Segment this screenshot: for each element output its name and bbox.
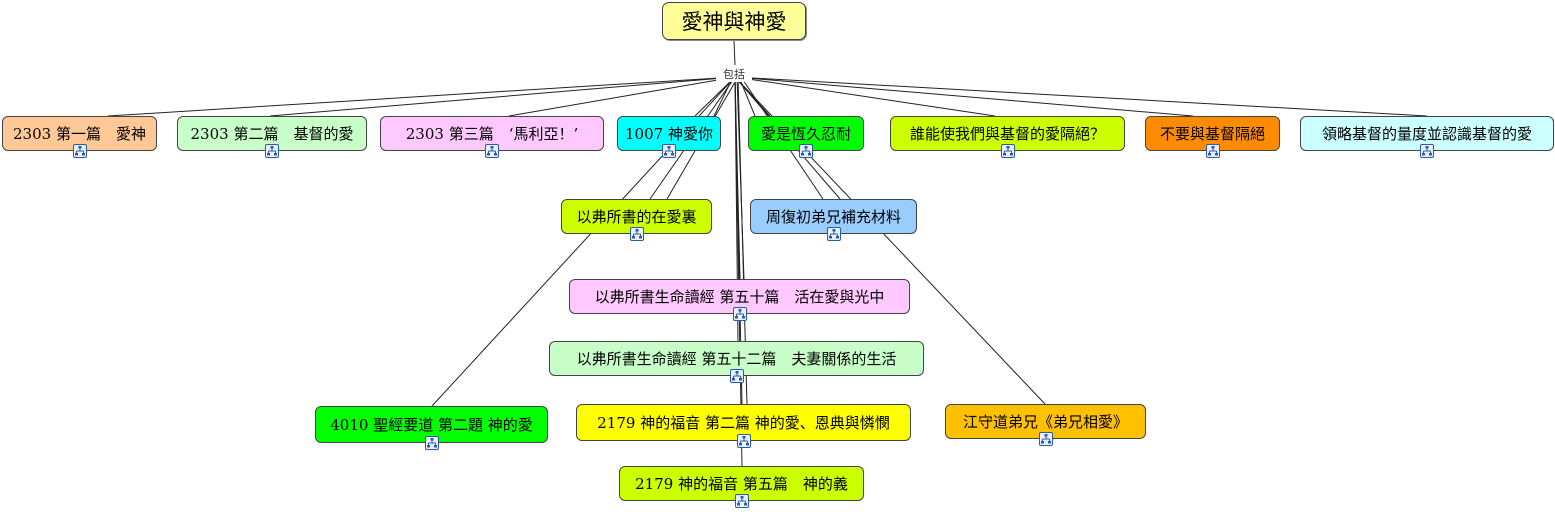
root-link bbox=[733, 39, 736, 66]
hierarchy-icon[interactable] bbox=[1039, 432, 1053, 446]
topic-node[interactable]: 愛是恆久忍耐 bbox=[748, 116, 864, 151]
hierarchy-icon[interactable] bbox=[73, 144, 87, 158]
hierarchy-icon[interactable] bbox=[662, 144, 676, 158]
hierarchy-icon[interactable] bbox=[735, 494, 749, 508]
topic-node[interactable]: 不要與基督隔絕 bbox=[1145, 116, 1280, 151]
hierarchy-icon[interactable] bbox=[730, 369, 744, 383]
hierarchy-icon[interactable] bbox=[265, 144, 279, 158]
link-n6 bbox=[734, 76, 996, 117]
link-n4-b bbox=[713, 76, 734, 117]
link-n16 bbox=[734, 76, 743, 467]
hierarchy-icon[interactable] bbox=[827, 227, 841, 241]
hierarchy-icon[interactable] bbox=[1001, 144, 1015, 158]
link-n5-b bbox=[738, 76, 756, 117]
topic-node[interactable]: 2179 神的福音 第五篇 神的義 bbox=[619, 466, 864, 501]
hub-label: 包括 bbox=[716, 66, 752, 82]
hierarchy-icon[interactable] bbox=[737, 434, 751, 448]
link-n1 bbox=[107, 76, 736, 117]
link-n8 bbox=[734, 76, 1428, 117]
link-n4 bbox=[694, 76, 736, 117]
topic-node[interactable]: 4010 聖經要道 第二題 神的愛 bbox=[315, 406, 548, 443]
root-node[interactable]: 愛神與神愛 bbox=[662, 2, 806, 40]
hierarchy-icon[interactable] bbox=[425, 436, 439, 450]
link-n7 bbox=[734, 76, 1194, 117]
hierarchy-icon[interactable] bbox=[630, 227, 644, 241]
topic-node[interactable]: 以弗所書的在愛裏 bbox=[561, 199, 712, 234]
link-n3 bbox=[508, 76, 736, 117]
hierarchy-icon[interactable] bbox=[1206, 144, 1220, 158]
topic-node[interactable]: 周復初弟兄補充材料 bbox=[750, 199, 917, 234]
hierarchy-icon[interactable] bbox=[1420, 144, 1434, 158]
link-n2 bbox=[269, 76, 736, 117]
hierarchy-icon[interactable] bbox=[733, 307, 747, 321]
hierarchy-icon[interactable] bbox=[485, 144, 499, 158]
hierarchy-icon[interactable] bbox=[799, 144, 813, 158]
